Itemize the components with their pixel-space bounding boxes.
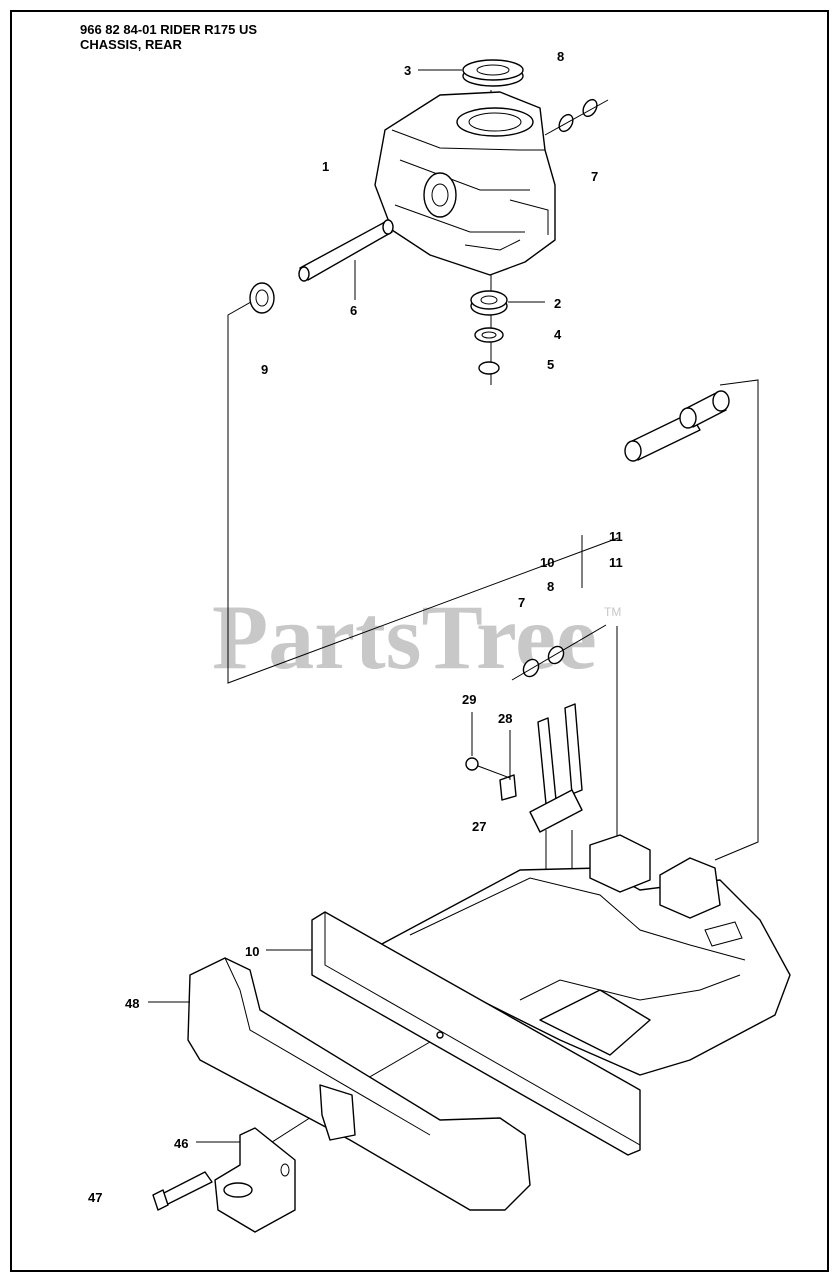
callout-27: 27 — [472, 819, 486, 834]
callout-29: 29 — [462, 692, 476, 707]
callout-6: 6 — [350, 303, 357, 318]
callout-7-lower: 7 — [518, 595, 525, 610]
watermark-text: PartsTree — [212, 586, 597, 688]
pivot-casting — [374, 91, 556, 276]
rear-frame — [379, 834, 791, 1076]
callout-9: 9 — [261, 362, 268, 377]
upper-washers — [544, 98, 609, 136]
leader-lines — [148, 69, 545, 1143]
callout-28: 28 — [498, 711, 512, 726]
hitch-plate-bolt — [152, 1127, 296, 1233]
callout-10-lower: 10 — [245, 944, 259, 959]
lower-bearing-stack — [470, 290, 508, 375]
mount-bracket-assembly — [465, 703, 583, 833]
callout-2: 2 — [554, 296, 561, 311]
callout-8-lower: 8 — [547, 579, 554, 594]
callout-8: 8 — [557, 49, 564, 64]
callout-47: 47 — [88, 1190, 102, 1205]
callout-46: 46 — [174, 1136, 188, 1151]
callout-4: 4 — [554, 327, 562, 342]
section-name: CHASSIS, REAR — [80, 37, 182, 52]
callout-labels: 3 8 1 7 6 2 4 5 9 11 10 11 8 7 29 28 27 … — [88, 49, 623, 1205]
callout-1: 1 — [322, 159, 329, 174]
seal-ring — [462, 59, 524, 87]
lower-washers — [511, 624, 607, 681]
callout-48: 48 — [125, 996, 139, 1011]
callout-10-upper: 10 — [540, 555, 554, 570]
callout-7: 7 — [591, 169, 598, 184]
rear-cover — [187, 957, 531, 1211]
bumper-bar — [311, 911, 641, 1156]
callout-11-upper: 11 — [609, 529, 623, 544]
diagram-frame — [10, 10, 829, 1272]
diagram-title: 966 82 84-01 RIDER R175 US CHASSIS, REAR — [80, 22, 257, 52]
pivot-shaft — [249, 219, 394, 314]
watermark-tm: TM — [604, 605, 621, 619]
callout-11-lower: 11 — [609, 555, 623, 570]
callout-3: 3 — [404, 63, 411, 78]
bushings — [624, 390, 730, 462]
model-number: 966 82 84-01 RIDER R175 US — [80, 22, 258, 37]
callout-5: 5 — [547, 357, 554, 372]
